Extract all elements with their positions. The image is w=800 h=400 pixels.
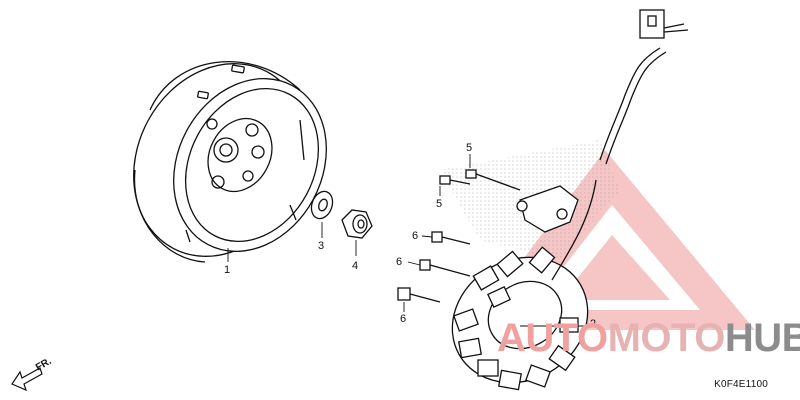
callout-bolt-5b: 5 (436, 198, 443, 210)
stator (451, 179, 597, 391)
flywheel (133, 61, 327, 263)
diagram-code: K0F4E1100 (714, 379, 768, 390)
bolt-5a (465, 169, 521, 191)
bolt-6a (431, 231, 471, 245)
wire-harness (599, 9, 689, 165)
front-arrow-icon (11, 367, 43, 392)
flange-nut (341, 209, 373, 239)
watermark-brand: AUTOMOTOHUB (497, 318, 800, 358)
bolt-6c (397, 287, 441, 303)
callout-washer: 3 (318, 240, 325, 252)
callout-bolt-6c: 6 (400, 313, 407, 325)
callout-flywheel: 1 (224, 264, 231, 276)
pulser-sensor (516, 185, 579, 233)
watermark-part-a: AUTO (497, 316, 608, 360)
watermark-part-c: HUB (724, 316, 800, 360)
watermark-part-b: MOTO (607, 316, 726, 360)
callout-bolt-5a: 5 (466, 142, 473, 154)
bolt-6b (419, 259, 471, 277)
washer (310, 190, 334, 220)
callout-nut: 4 (352, 260, 359, 272)
leader-lines (227, 154, 588, 327)
callout-bolt-6b: 6 (396, 256, 403, 268)
bolt-5b (439, 175, 471, 185)
callout-stator: 2 (590, 318, 597, 330)
callout-bolt-6a: 6 (412, 230, 419, 242)
